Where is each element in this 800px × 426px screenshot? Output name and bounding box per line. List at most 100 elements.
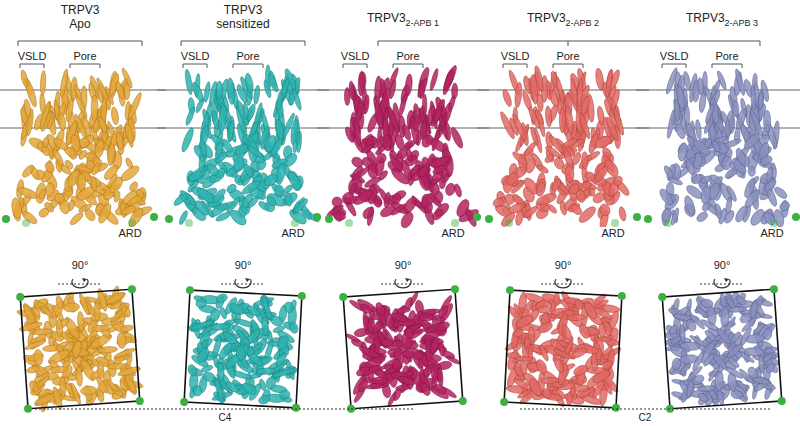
column-title: Apo xyxy=(69,18,90,31)
ankyrin-repeat xyxy=(711,140,722,153)
helix xyxy=(258,394,272,405)
helix xyxy=(291,88,303,111)
side-view xyxy=(636,67,800,228)
helix xyxy=(363,95,370,115)
helix xyxy=(35,392,56,407)
domain-label: Pore xyxy=(236,50,259,62)
helix xyxy=(210,323,230,331)
helix xyxy=(216,81,223,99)
rotation-angle: 90° xyxy=(235,259,252,271)
helix xyxy=(679,324,685,343)
helix xyxy=(514,313,535,330)
ankyrin-repeat xyxy=(70,134,82,153)
helix xyxy=(715,327,733,346)
terminus-marker xyxy=(451,219,459,227)
ankyrin-repeat xyxy=(262,134,278,154)
helix xyxy=(217,362,225,382)
ankyrin-repeat xyxy=(198,155,205,173)
helix xyxy=(711,352,729,371)
ankyrin-repeat xyxy=(262,172,279,188)
ankyrin-repeat xyxy=(420,133,435,149)
terminus-marker xyxy=(778,397,787,406)
ankyrin-repeat xyxy=(691,137,713,158)
domain-label: VSLD xyxy=(660,50,689,62)
terminus-marker xyxy=(485,215,493,223)
ankyrin-repeat xyxy=(567,182,582,197)
helix xyxy=(272,325,285,334)
ankyrin-repeat xyxy=(46,183,55,198)
ankyrin-repeat xyxy=(725,197,733,215)
ankyrin-repeat xyxy=(683,195,697,217)
ankyrin-repeat xyxy=(75,164,92,175)
domain-label: VSLD xyxy=(501,50,530,62)
ankyrin-repeat xyxy=(661,207,672,226)
helix xyxy=(59,377,66,397)
helix xyxy=(431,365,438,380)
ankyrin-repeat xyxy=(778,200,791,213)
rotation-arrow xyxy=(714,279,730,288)
helix xyxy=(429,68,440,91)
terminus-marker xyxy=(345,219,353,227)
side-view xyxy=(317,64,489,230)
helix xyxy=(80,386,96,396)
helix xyxy=(358,71,365,96)
arrow-head xyxy=(405,278,410,282)
helix xyxy=(697,385,716,391)
ankyrin-repeat xyxy=(68,211,84,227)
ankyrin-repeat xyxy=(748,166,755,176)
domain-bracket xyxy=(183,64,207,68)
rotation-arrow xyxy=(395,279,411,288)
helix xyxy=(598,323,606,338)
bracket-tick xyxy=(568,41,569,46)
helix xyxy=(734,107,748,130)
helix xyxy=(110,107,119,126)
terminus-marker xyxy=(459,397,468,406)
group-bracket xyxy=(378,41,760,46)
helix xyxy=(382,338,393,347)
helix xyxy=(274,352,288,368)
ankyrin-repeat xyxy=(35,182,48,204)
arrow-head xyxy=(565,278,570,282)
terminus-marker xyxy=(339,293,348,302)
helix xyxy=(105,379,120,393)
terminus-marker xyxy=(506,286,514,294)
helix xyxy=(372,356,385,363)
helix xyxy=(92,325,110,332)
helix xyxy=(413,351,424,360)
terminus-marker xyxy=(505,219,513,227)
helix xyxy=(534,109,546,126)
ankyrin-repeat xyxy=(199,138,208,157)
ankyrin-repeat xyxy=(535,181,547,197)
ankyrin-repeat xyxy=(228,208,249,228)
helix xyxy=(187,364,198,378)
ankyrin-repeat xyxy=(522,141,537,158)
domain-label: ARD xyxy=(279,227,306,239)
terminus-marker xyxy=(451,285,460,294)
ankyrin-repeat xyxy=(96,202,113,225)
helix xyxy=(348,81,355,100)
helix xyxy=(574,384,589,392)
helix xyxy=(55,295,64,309)
domain-bracket xyxy=(712,64,742,68)
helix xyxy=(519,360,527,375)
ankyrin-repeat xyxy=(742,131,762,151)
ankyrin-repeat xyxy=(439,176,446,189)
domain-label: Pore xyxy=(715,50,738,62)
helix xyxy=(435,320,451,333)
ankyrin-repeat xyxy=(511,150,529,167)
helix xyxy=(104,291,125,306)
column-title: TRPV3 xyxy=(367,12,406,25)
column-title: TRPV3 xyxy=(527,12,566,25)
ankyrin-repeat xyxy=(565,165,575,182)
ankyrin-repeat xyxy=(246,144,264,159)
ankyrin-repeat xyxy=(388,149,399,161)
helix xyxy=(272,367,296,379)
ankyrin-repeat xyxy=(90,162,102,176)
ankyrin-repeat xyxy=(172,191,189,207)
helix xyxy=(412,114,422,132)
terminus-marker xyxy=(792,213,800,221)
helix xyxy=(258,378,267,391)
helix xyxy=(725,342,744,360)
ankyrin-repeat xyxy=(695,210,709,223)
